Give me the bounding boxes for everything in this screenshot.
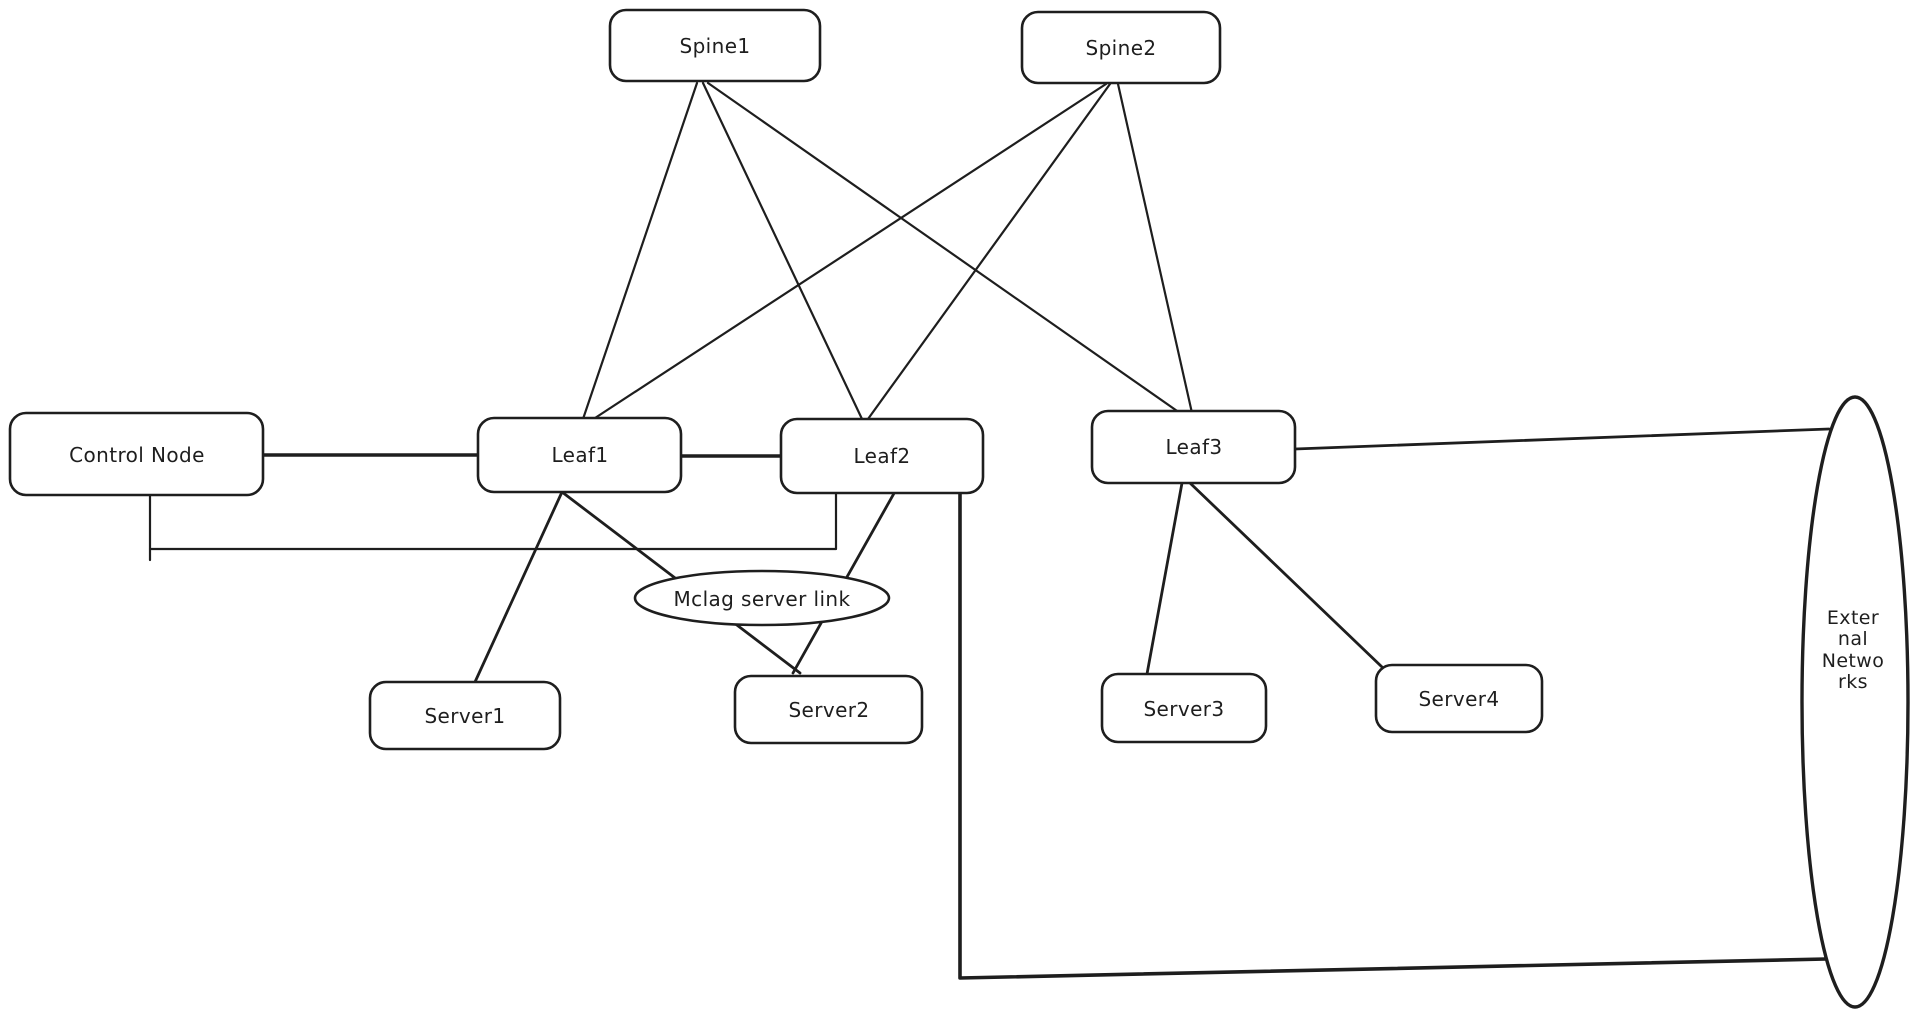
edge-spine2-leaf3 xyxy=(1116,82,1194,415)
leaf1-label: Leaf1 xyxy=(551,443,608,467)
server1-label: Server1 xyxy=(424,704,505,728)
server2-box[interactable] xyxy=(733,674,924,745)
server4-box[interactable] xyxy=(1374,663,1544,734)
edge-spine1-leaf2 xyxy=(701,81,864,421)
mclag-ellipse[interactable] xyxy=(633,569,891,627)
spine2-box[interactable] xyxy=(1020,10,1222,85)
node-leaf2: Leaf2 xyxy=(779,417,985,495)
edge-spine2-leaf2 xyxy=(866,82,1112,421)
edge-controlnode-leaf2 xyxy=(148,490,838,551)
edge-leaf1-server1 xyxy=(473,490,564,684)
edge-leaf3-server4 xyxy=(1188,481,1384,669)
node-server2: Server2 xyxy=(733,674,924,745)
node-external-networks: Exter nal Netwo rks xyxy=(1800,395,1910,1009)
node-server1: Server1 xyxy=(368,680,562,751)
edge-leaf3-server3 xyxy=(1145,481,1184,676)
edge-spine1-leaf3 xyxy=(706,81,1182,415)
server3-label: Server3 xyxy=(1143,697,1224,721)
server2-label: Server2 xyxy=(788,698,869,722)
node-spine1: Spine1 xyxy=(608,8,822,83)
mclag-label-text: Mclag server link xyxy=(674,587,851,611)
server3-box[interactable] xyxy=(1100,672,1268,744)
spine2-label: Spine2 xyxy=(1085,36,1156,60)
node-server4: Server4 xyxy=(1374,663,1544,734)
node-leaf1: Leaf1 xyxy=(476,416,683,494)
node-mclag-label: Mclag server link xyxy=(633,569,891,627)
external-networks-label-line2: nal xyxy=(1838,628,1868,650)
leaf2-label: Leaf2 xyxy=(853,444,910,468)
leaf2-box[interactable] xyxy=(779,417,985,495)
spine1-label: Spine1 xyxy=(679,34,750,58)
external-networks-label-line4: rks xyxy=(1838,671,1868,693)
external-networks-label-line3: Netwo xyxy=(1822,650,1885,672)
control-node-box[interactable] xyxy=(8,411,265,497)
node-server3: Server3 xyxy=(1100,672,1268,744)
spine1-box[interactable] xyxy=(608,8,822,83)
server1-box[interactable] xyxy=(368,680,562,751)
node-control-node: Control Node xyxy=(8,411,265,497)
node-spine2: Spine2 xyxy=(1020,10,1222,85)
edge-leaf3-external xyxy=(1293,427,1831,451)
edge-spine2-leaf1 xyxy=(590,82,1108,422)
edge-spine1-leaf1 xyxy=(581,81,699,421)
leaf1-box[interactable] xyxy=(476,416,683,494)
external-networks-ellipse[interactable] xyxy=(1800,395,1910,1009)
server4-label: Server4 xyxy=(1418,687,1499,711)
node-leaf3: Leaf3 xyxy=(1090,409,1297,485)
external-networks-label-line1: Exter xyxy=(1827,607,1879,629)
control-node-label: Control Node xyxy=(69,443,205,467)
leaf3-box[interactable] xyxy=(1090,409,1297,485)
edge-leaf2-external xyxy=(958,491,1828,980)
leaf3-label: Leaf3 xyxy=(1165,435,1222,459)
